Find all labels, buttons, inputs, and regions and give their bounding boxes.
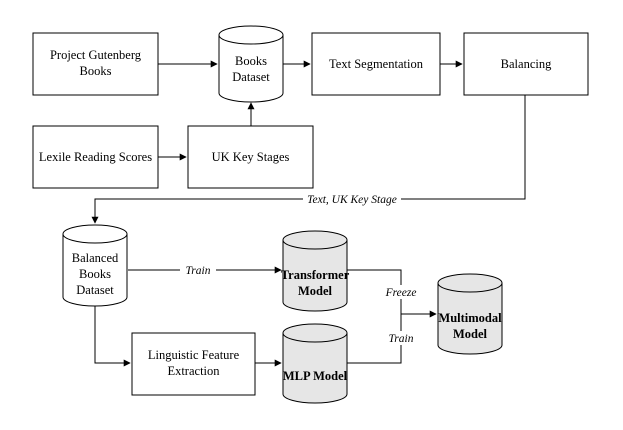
svg-text:Books: Books [80, 64, 112, 78]
edge-balanced-dataset-to-linguistic [94, 306, 131, 367]
node-books-dataset: Books Dataset [218, 25, 284, 103]
svg-text:Multimodal: Multimodal [438, 311, 502, 325]
svg-text:Model: Model [298, 284, 333, 298]
svg-text:Transformer: Transformer [281, 268, 350, 282]
svg-text:Balancing: Balancing [501, 57, 552, 71]
node-balancing: Balancing [463, 32, 589, 96]
edge-mlp-to-multimodal [347, 314, 402, 364]
svg-text:Books: Books [235, 54, 267, 68]
node-multimodal-model: Multimodal Model [437, 273, 503, 355]
node-balanced-books-dataset: Balanced Books Dataset [62, 224, 128, 307]
svg-text:UK Key Stages: UK Key Stages [212, 150, 290, 164]
node-mlp-model: MLP Model [282, 323, 348, 404]
svg-text:Dataset: Dataset [232, 70, 270, 84]
label-train-bottom: Train [389, 333, 414, 345]
svg-text:Model: Model [453, 327, 488, 341]
svg-text:Balanced: Balanced [72, 251, 119, 265]
label-train-top: Train [186, 265, 211, 277]
edge-labels: Text, UK Key Stage Train Freeze Train [180, 191, 419, 345]
node-project-gutenberg-books: Project Gutenberg Books [32, 32, 159, 96]
node-uk-key-stages: UK Key Stages [187, 125, 314, 189]
svg-text:Linguistic Feature: Linguistic Feature [148, 348, 240, 362]
node-text-segmentation: Text Segmentation [311, 32, 441, 96]
svg-text:Text Segmentation: Text Segmentation [329, 57, 424, 71]
svg-text:Extraction: Extraction [167, 364, 220, 378]
svg-text:Project Gutenberg: Project Gutenberg [50, 48, 142, 62]
svg-text:MLP Model: MLP Model [283, 369, 348, 383]
svg-text:Dataset: Dataset [76, 283, 114, 297]
node-transformer-model: Transformer Model [281, 230, 350, 312]
node-lexile-reading-scores: Lexile Reading Scores [32, 125, 159, 189]
svg-text:Books: Books [79, 267, 111, 281]
label-freeze: Freeze [385, 287, 417, 299]
node-linguistic-feature-extraction: Linguistic Feature Extraction [131, 332, 256, 396]
svg-text:Lexile Reading Scores: Lexile Reading Scores [39, 150, 152, 164]
label-text-uk-key-stage: Text, UK Key Stage [307, 194, 397, 206]
